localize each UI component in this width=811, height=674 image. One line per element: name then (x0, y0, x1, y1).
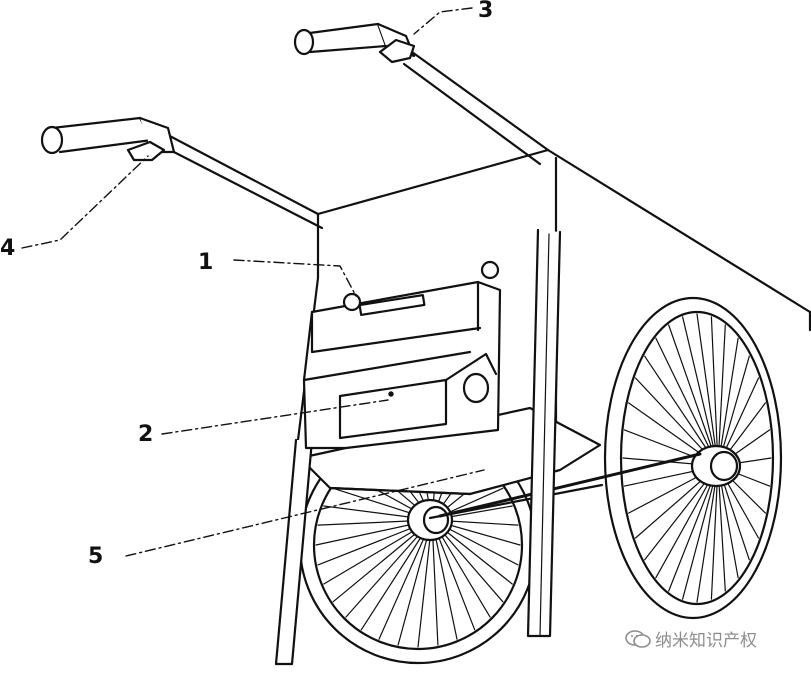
right-wheel-spoke (681, 316, 719, 467)
wechat-icon (625, 629, 651, 648)
left-wheel-spoke (417, 519, 433, 648)
callout-4: 4 (0, 236, 16, 261)
callout-2: 2 (138, 422, 154, 447)
leader-3 (413, 7, 473, 35)
callout-1: 1 (198, 250, 214, 275)
right-wheel-spoke (696, 465, 719, 603)
watermark-text: 纳米知识产权 (655, 631, 757, 651)
motor-box (302, 260, 502, 450)
right-wheel (603, 296, 783, 620)
leader-5 (125, 469, 485, 557)
right-wheel-spoke (668, 465, 719, 592)
right-wheel-spoke (696, 313, 719, 467)
leader-1 (233, 259, 357, 297)
right-wheel-spoke (655, 337, 719, 467)
leader-4 (21, 155, 149, 249)
right-wheel-spoke (681, 465, 719, 600)
right-wheel-spoke (717, 337, 739, 467)
leader-2 (161, 399, 389, 435)
right-wheel-spoke (710, 465, 719, 600)
handles (40, 22, 550, 230)
callout-3: 3 (478, 0, 494, 23)
right-wheel-spoke (717, 324, 726, 467)
right-wheel-spoke (668, 324, 719, 467)
watermark: 纳米知识产权 (625, 626, 757, 651)
right-wheel-spoke (710, 316, 719, 467)
leader-lines (21, 7, 485, 557)
callout-5: 5 (88, 544, 104, 569)
